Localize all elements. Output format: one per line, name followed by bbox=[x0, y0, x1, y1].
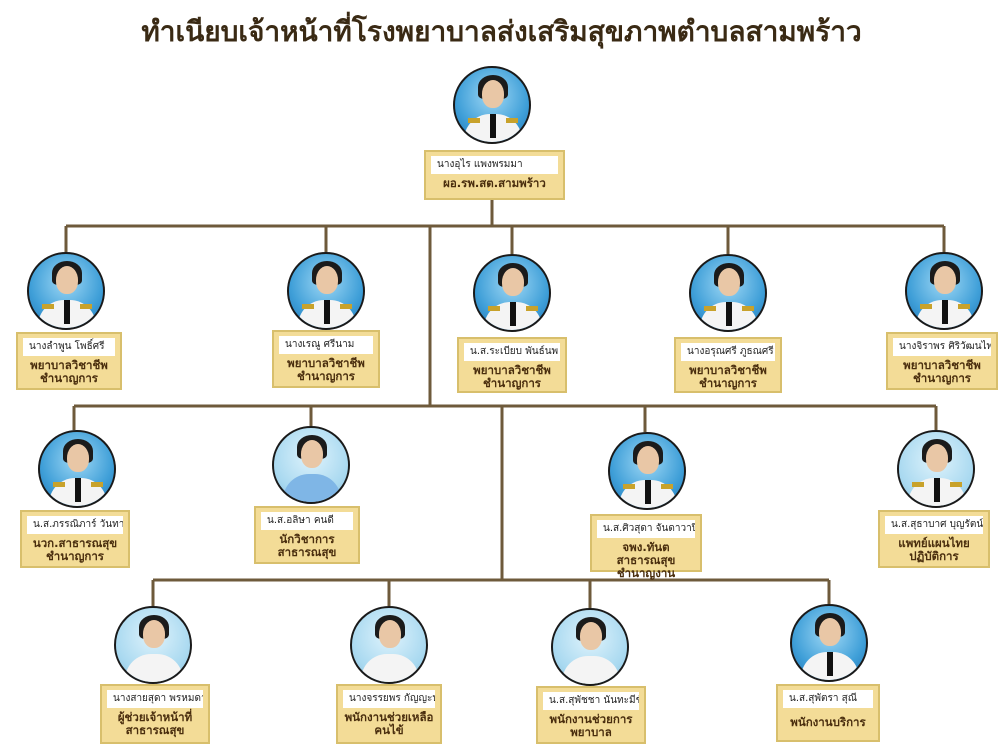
staff-photo bbox=[551, 608, 629, 686]
staff-name: น.ส.ระเบียบ พันธ์นพ bbox=[464, 343, 560, 361]
staff-photo bbox=[608, 432, 686, 510]
staff-position: พยาบาลวิชาชีพ ชำนาญการ bbox=[473, 363, 551, 390]
staff-photo bbox=[350, 606, 428, 684]
staff-name: น.ส.อลิษา คนดี bbox=[261, 512, 353, 530]
staff-position: พยาบาลวิชาชีพ ชำนาญการ bbox=[287, 356, 365, 383]
staff-card: นางเรณู ศรีนาม พยาบาลวิชาชีพ ชำนาญการ bbox=[272, 330, 380, 388]
staff-card: น.ส.สุธาบาศ บุญรัตน์ แพทย์แผนไทย ปฏิบัติ… bbox=[878, 510, 990, 568]
staff-position: จพง.ทันตสาธารณสุข ชำนาญงาน bbox=[616, 540, 676, 580]
staff-name: นางจิราพร ศิริวัฒนไพบูลย์ bbox=[893, 338, 991, 356]
staff-position: พนักงานช่วยการ พยาบาล bbox=[549, 712, 633, 739]
staff-card: นางจิราพร ศิริวัฒนไพบูลย์ พยาบาลวิชาชีพ … bbox=[886, 332, 998, 390]
staff-name: นางลำพูน โพธิ์ศรี bbox=[23, 338, 115, 356]
staff-name: น.ส.ศิวสุดา จันดาวาปี bbox=[597, 520, 695, 538]
staff-photo bbox=[287, 252, 365, 330]
staff-card: น.ส.สุพัตรา สุณี พนักงานบริการ bbox=[776, 684, 880, 742]
staff-photo bbox=[272, 426, 350, 504]
staff-position: พยาบาลวิชาชีพ ชำนาญการ bbox=[30, 358, 108, 385]
staff-name: นางสายสุดา พรหมดาวร bbox=[107, 690, 203, 708]
staff-card: น.ส.ภรรณิภาร์ วันทา นวก.สาธารณสุข ชำนาญก… bbox=[20, 510, 130, 568]
staff-card: น.ส.สุพัชชา นันทะมีชัย พนักงานช่วยการ พย… bbox=[536, 686, 646, 744]
staff-card: น.ส.ระเบียบ พันธ์นพ พยาบาลวิชาชีพ ชำนาญก… bbox=[457, 337, 567, 393]
staff-position: พยาบาลวิชาชีพ ชำนาญการ bbox=[689, 363, 767, 390]
staff-position: พยาบาลวิชาชีพ ชำนาญการ bbox=[903, 358, 981, 385]
staff-photo bbox=[27, 252, 105, 330]
staff-card: น.ส.ศิวสุดา จันดาวาปี จพง.ทันตสาธารณสุข … bbox=[590, 514, 702, 580]
director-position: ผอ.รพ.สต.สามพร้าว bbox=[443, 176, 546, 190]
staff-name: นางอรุณศรี ภูธณศรี bbox=[681, 343, 775, 361]
director-card: นางอุไร แพงพรมมา ผอ.รพ.สต.สามพร้าว bbox=[424, 150, 565, 200]
staff-card: นางจรรยพร กัญญะบุญ พนักงานช่วยเหลือ คนไข… bbox=[336, 684, 442, 744]
director-photo bbox=[453, 66, 531, 144]
staff-position: ผู้ช่วยเจ้าหน้าที่ สาธารณสุข bbox=[117, 710, 193, 737]
director-name: นางอุไร แพงพรมมา bbox=[431, 156, 558, 174]
staff-photo bbox=[114, 606, 192, 684]
staff-position: พนักงานช่วยเหลือ คนไข้ bbox=[344, 710, 434, 737]
staff-photo bbox=[689, 254, 767, 332]
staff-name: น.ส.ภรรณิภาร์ วันทา bbox=[27, 516, 123, 534]
staff-position: นวก.สาธารณสุข ชำนาญการ bbox=[32, 536, 118, 563]
staff-card: นางอรุณศรี ภูธณศรี พยาบาลวิชาชีพ ชำนาญกา… bbox=[674, 337, 782, 393]
staff-card: นางสายสุดา พรหมดาวร ผู้ช่วยเจ้าหน้าที่ ส… bbox=[100, 684, 210, 744]
staff-position: พนักงานบริการ bbox=[790, 715, 866, 729]
chart-title: ทำเนียบเจ้าหน้าที่โรงพยาบาลส่งเสริมสุขภา… bbox=[141, 15, 862, 48]
staff-photo bbox=[790, 604, 868, 682]
staff-name: นางจรรยพร กัญญะบุญ bbox=[343, 690, 435, 708]
staff-photo bbox=[897, 430, 975, 508]
staff-photo bbox=[473, 254, 551, 332]
staff-photo bbox=[905, 252, 983, 330]
staff-position: นักวิชาการ สาธารณสุข bbox=[277, 532, 337, 559]
staff-name: น.ส.สุพัชชา นันทะมีชัย bbox=[543, 692, 639, 710]
staff-name: นางเรณู ศรีนาม bbox=[279, 336, 373, 354]
staff-card: น.ส.อลิษา คนดี นักวิชาการ สาธารณสุข bbox=[254, 506, 360, 564]
staff-name: น.ส.สุธาบาศ บุญรัตน์ bbox=[885, 516, 983, 534]
staff-photo bbox=[38, 430, 116, 508]
staff-position: แพทย์แผนไทย ปฏิบัติการ bbox=[898, 536, 970, 563]
staff-name: น.ส.สุพัตรา สุณี bbox=[783, 690, 873, 708]
staff-card: นางลำพูน โพธิ์ศรี พยาบาลวิชาชีพ ชำนาญการ bbox=[16, 332, 122, 390]
